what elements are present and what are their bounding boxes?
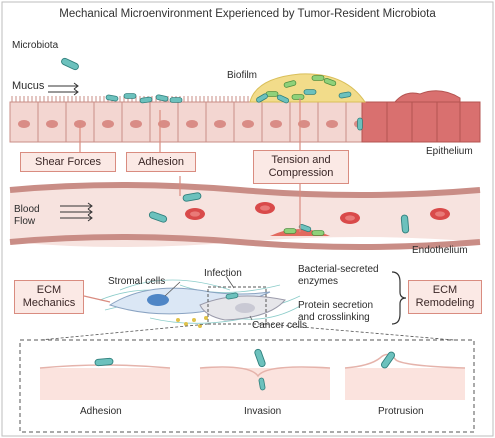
panel-adhesion-caption: Adhesion [80,406,122,417]
blood-arrows [60,202,93,222]
compression-label: Compression [268,167,334,179]
ecm-remodeling-callout: ECM Remodeling [408,280,482,314]
secreted-enzymes-line2: enzymes [298,276,339,287]
panel-frame [19,339,475,433]
epithelium-label: Epithelium [426,146,473,157]
ecm-mechanics-callout: ECM Mechanics [14,280,84,314]
shear-forces-label: Shear Forces [34,155,102,168]
tension-label: Tension and [271,154,331,167]
panel-adhesion-art [39,357,171,400]
epithelium-layer [9,90,481,143]
cell-nucleus [46,120,58,128]
blood-label: Blood [14,204,40,215]
cell-nucleus [214,120,226,128]
cancer-cells-label: Cancer cells [252,320,308,331]
biofilm [249,73,366,105]
cell-nucleus [158,120,170,128]
remodeling-brace [391,271,407,325]
adhesion-label: Adhesion [138,155,184,168]
tension-compression-callout: Tension and Compression [253,150,349,184]
biofilm-label: Biofilm [227,70,258,81]
adhesion-callout: Adhesion [126,152,196,172]
mucus-label: Mucus [12,80,45,92]
cancer-cell [199,295,286,321]
ecm-mechanics-line2: Mechanics [22,297,76,309]
cell-nucleus [298,120,310,128]
panel-protrusion-art [344,350,466,400]
cell-nucleus [18,120,30,128]
ecm-remodeling-line1: ECM [432,284,458,297]
infection-box [207,286,267,325]
ecm-mechanics-line1: ECM [36,284,62,297]
infection-label: Infection [204,268,242,279]
shear-forces-callout: Shear Forces [20,152,116,172]
cell-nucleus [326,120,338,128]
cell-nucleus [270,120,282,128]
figure-title: Mechanical Microenvironment Experienced … [59,8,436,20]
panel-protrusion-caption: Protrusion [378,406,424,417]
panel-invasion-caption: Invasion [244,406,282,417]
cell-nucleus [102,120,114,128]
mucus-arrows [48,82,79,96]
ecm-remodeling-line2: Remodeling [415,297,475,309]
cell-nucleus [130,120,142,128]
protein-secretion-line1: Protein secretion [298,300,374,311]
microbiota-label: Microbiota [12,40,59,51]
panel-invasion-art [199,347,331,400]
endothelium-label: Endothelium [412,245,468,256]
stromal-cells-label: Stromal cells [108,276,166,287]
blood-vessel [9,182,481,250]
cell-nucleus [186,120,198,128]
protein-secretion-line2: and crosslinking [298,312,370,323]
cell-nucleus [242,120,254,128]
flow-label: Flow [14,216,36,227]
secreted-enzymes-line1: Bacterial-secreted [298,264,379,275]
